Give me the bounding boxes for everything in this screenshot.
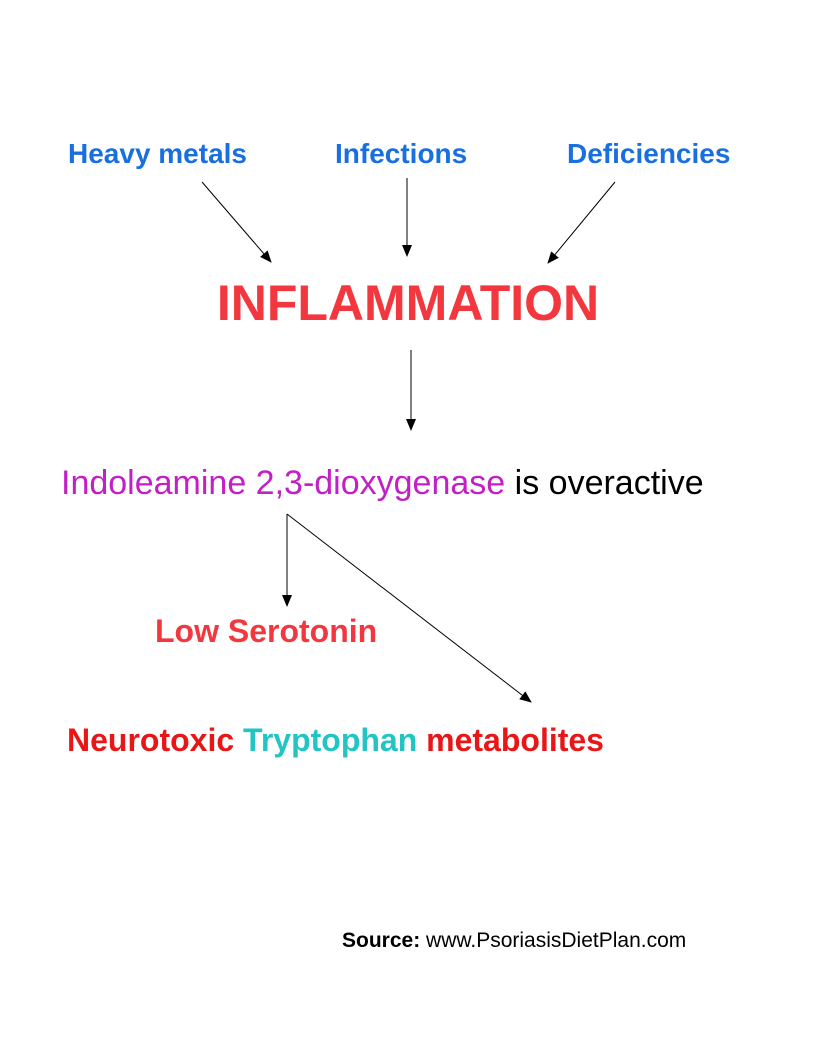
arrow-deficiencies-to-inflammation [547,181,616,264]
metabolites-part-metabolites: metabolites [426,722,604,758]
arrow-heavy-metals-to-inflammation [201,181,272,263]
central-node-inflammation: INFLAMMATION [216,275,600,331]
outcome-neurotoxic-metabolites: Neurotoxic Tryptophan metabolites [67,724,604,756]
enzyme-status: is overactive [514,464,704,502]
metabolites-part-tryptophan: Tryptophan [243,722,418,758]
cause-heavy-metals: Heavy metals [68,138,248,169]
metabolites-part-neurotoxic: Neurotoxic [67,722,235,758]
outcome-low-serotonin: Low Serotonin [155,613,378,649]
source-label: Source: [342,929,421,952]
source-credit: Source: www.PsoriasisDietPlan.com [342,930,686,951]
source-url: www.PsoriasisDietPlan.com [426,929,687,952]
enzyme-statement: Indoleamine 2,3-dioxygenase is overactiv… [61,466,704,500]
enzyme-name: Indoleamine 2,3-dioxygenase [61,464,506,502]
cause-infections: Infections [335,138,468,169]
arrow-enzyme-to-metabolites [286,513,532,703]
cause-deficiencies: Deficiencies [567,138,731,169]
